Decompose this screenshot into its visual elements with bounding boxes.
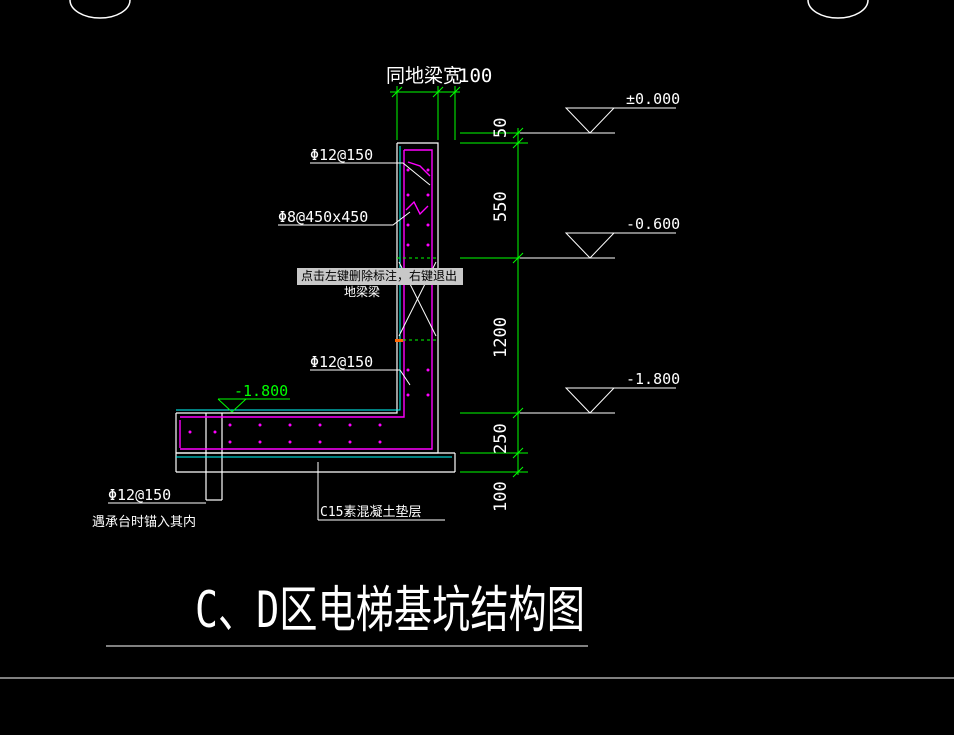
command-tooltip: 点击左键删除标注，右键退出 bbox=[297, 268, 463, 285]
top-dim: 100 bbox=[458, 65, 492, 87]
dim-250: 250 bbox=[491, 423, 511, 454]
corner-arc-left bbox=[69, 0, 131, 19]
wall-outline bbox=[175, 142, 456, 501]
leaders bbox=[108, 162, 445, 521]
level-markers bbox=[520, 107, 676, 414]
right-dimension bbox=[460, 127, 528, 478]
tie-label: Φ8@450x450 bbox=[278, 208, 368, 226]
cushion-note: C15素混凝土垫层 bbox=[320, 504, 421, 520]
concrete-lines bbox=[176, 146, 452, 458]
rebar bbox=[179, 149, 433, 450]
rebar-bottom-label: Φ12@150 bbox=[108, 486, 171, 504]
left-level-marker bbox=[217, 398, 290, 413]
top-dimension bbox=[390, 86, 461, 140]
top-label: 同地梁宽 bbox=[386, 65, 462, 87]
level-2: -1.800 bbox=[626, 370, 680, 388]
dim-1200: 1200 bbox=[491, 317, 511, 358]
rebar-dots bbox=[188, 168, 430, 444]
beam-label: 地梁梁 bbox=[344, 284, 380, 299]
drawing-title: C、D区电梯基坑结构图 bbox=[195, 581, 585, 639]
dim-100: 100 bbox=[491, 481, 511, 512]
level-1: -0.600 bbox=[626, 215, 680, 233]
corner-arc-right bbox=[807, 0, 869, 19]
dim-50: 50 bbox=[491, 118, 511, 138]
grip-marker[interactable] bbox=[395, 339, 403, 342]
level-0: ±0.000 bbox=[626, 90, 680, 108]
rebar-top-label: Φ12@150 bbox=[310, 146, 373, 164]
left-level-label: -1.800 bbox=[234, 382, 288, 400]
anchor-note: 遇承台时锚入其内 bbox=[92, 514, 196, 530]
dim-550: 550 bbox=[491, 191, 511, 222]
rebar-mid-label: Φ12@150 bbox=[310, 353, 373, 371]
